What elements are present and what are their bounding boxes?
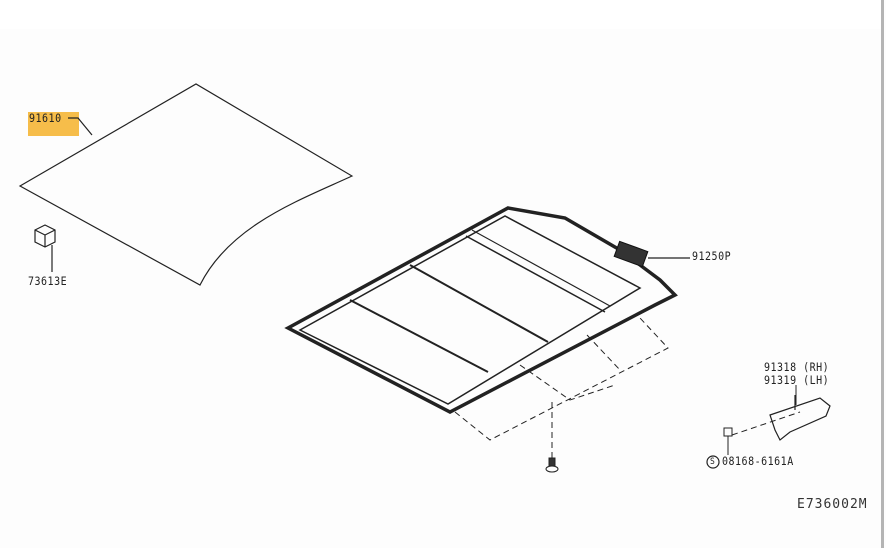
glass-panel-outline [18,83,354,286]
leader-91610 [68,117,93,136]
frame-border [881,0,884,548]
sunroof-frame [284,206,678,414]
label-91318-rh[interactable]: 91318 (RH) [764,362,830,375]
label-91250P[interactable]: 91250P [692,251,732,264]
bracket-icon [769,395,831,441]
label-91319-lh[interactable]: 91319 (LH) [764,375,830,388]
s-symbol-icon [706,455,720,469]
top-band [0,0,882,29]
bolt-icon [545,457,559,473]
label-73613E[interactable]: 73613E [28,276,68,289]
s-symbol-label: S [710,456,716,467]
label-08168-6161A[interactable]: 08168-6161A [722,456,794,469]
label-91610[interactable]: 91610 [29,113,62,126]
part-highlight-91610 [28,112,79,136]
dashed-guides [454,317,801,460]
bolt-small-icon [723,427,733,437]
clip-icon [34,224,56,248]
diagram-code: E736002M [797,497,868,512]
